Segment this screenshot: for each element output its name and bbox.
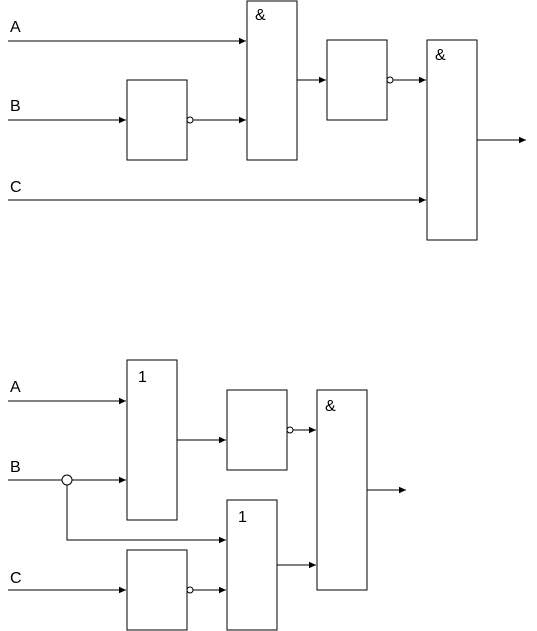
bottom-or-gate-2-symbol: 1 bbox=[238, 509, 247, 526]
bottom-or-gate-1-symbol: 1 bbox=[138, 369, 147, 386]
bottom-circuit: A B C 1 1 & bbox=[8, 359, 406, 631]
bottom-and-gate-symbol: & bbox=[325, 398, 336, 415]
bottom-inversion-bubble-1 bbox=[286, 426, 294, 434]
top-and-gate-1 bbox=[246, 0, 298, 161]
top-inversion-bubble-2 bbox=[386, 76, 394, 84]
bottom-input-b-label: B bbox=[10, 459, 21, 476]
bottom-not-gate-1 bbox=[226, 389, 288, 471]
top-inversion-bubble-1 bbox=[186, 116, 194, 124]
bottom-or-gate-1 bbox=[126, 359, 178, 521]
bottom-input-a-label: A bbox=[10, 379, 21, 396]
top-and-gate-2 bbox=[426, 39, 478, 241]
bottom-branch-node bbox=[61, 474, 73, 486]
top-circuit: A B C & & bbox=[8, 0, 526, 241]
top-not-gate-b bbox=[126, 79, 188, 161]
bottom-inversion-bubble-2 bbox=[186, 586, 194, 594]
bottom-input-c-label: C bbox=[10, 570, 22, 587]
top-and-gate-1-symbol: & bbox=[255, 7, 266, 24]
bottom-and-gate bbox=[316, 389, 368, 591]
top-and-gate-2-symbol: & bbox=[435, 47, 446, 64]
top-not-gate-2 bbox=[326, 39, 388, 121]
top-input-b-label: B bbox=[10, 98, 21, 115]
bottom-not-gate-c bbox=[126, 549, 188, 631]
bottom-or-gate-2 bbox=[226, 499, 278, 631]
top-input-a-label: A bbox=[10, 19, 21, 36]
bottom-wire-b-to-or2 bbox=[66, 485, 226, 544]
top-input-c-label: C bbox=[10, 179, 22, 196]
